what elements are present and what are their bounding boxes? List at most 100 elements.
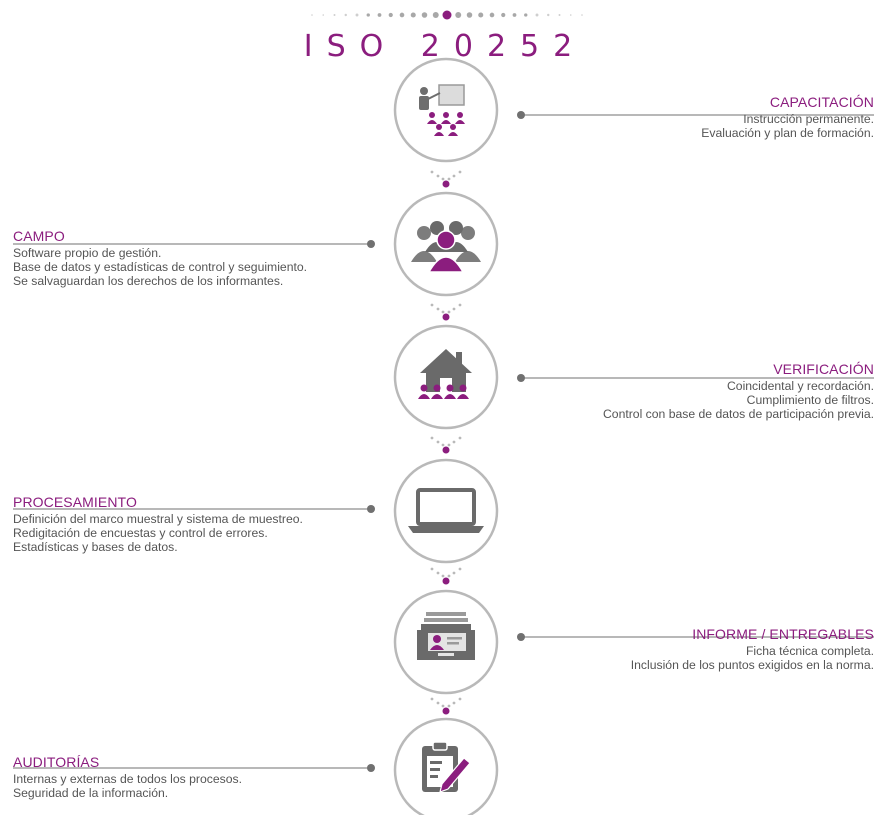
header-dot [558,14,561,16]
laptop-icon [408,488,484,533]
house-people-icon [418,349,472,399]
connector-dot [458,436,462,440]
header-dot [399,12,405,18]
stage-title: AUDITORÍAS [13,754,100,770]
header-accent-dot [442,10,452,20]
stage-description-line: Inclusión de los puntos exigidos en la n… [630,658,874,672]
header-dot [432,12,439,18]
stage-description-line: Internas y externas de todos los proceso… [13,772,242,786]
header-dot [535,13,539,17]
header-dot [478,12,484,18]
header-dot [322,14,325,16]
connector-dot [441,574,445,578]
stage-title: INFORME / ENTREGABLES [692,626,874,642]
people-group-icon [411,221,481,273]
stage-circle-campo [393,191,499,297]
connector-dot [441,443,445,447]
stage-procesamiento-block: PROCESAMIENTO Definición del marco muest… [13,494,388,554]
header-dot [489,12,495,18]
stage-description-line: Redigitación de encuestas y control de e… [13,526,268,540]
connector-dots [430,170,462,715]
connector-accent-dot [442,180,450,188]
header-dot [410,12,416,18]
connector-dot [452,174,456,178]
connector-end-dot [367,764,375,772]
header-dot [421,12,428,18]
page-title: ISO 20252 [303,29,587,64]
connector-dot [436,440,440,444]
stage-description-line: Ficha técnica completa. [745,644,874,658]
connector-dot [430,697,434,701]
connector-end-dot [517,111,525,119]
header-dot [466,12,473,18]
clipboard-pencil-icon [422,741,471,793]
header-dot [366,13,370,17]
header-dot [344,13,347,17]
connector-dot [441,310,445,314]
stage-title: PROCESAMIENTO [13,494,137,510]
connector-dot [447,704,451,708]
stage-circle-procesamiento [393,458,499,564]
presentation-icon [419,84,465,136]
header-dot [311,14,313,16]
connector-dot [447,310,451,314]
stage-description-line: Software propio de gestión. [13,246,162,260]
file-box-icon [417,612,475,660]
stage-description-line: Control con base de datos de participaci… [603,407,874,421]
connector-dot [430,303,434,307]
header-dot [547,13,550,17]
header-dot [455,12,462,18]
stage-description-line: Estadísticas y bases de datos. [13,540,178,554]
connector-dot [452,440,456,444]
header-dots-decoration [311,10,583,20]
connector-dot [458,697,462,701]
stage-informe-block: INFORME / ENTREGABLES Ficha técnica comp… [534,626,874,672]
stage-description-line: Coincidental y recordación. [726,379,874,393]
connector-dot [458,303,462,307]
header-dot [388,12,393,18]
stage-title: VERIFICACIÓN [773,361,874,377]
stage-verificacion-block: VERIFICACIÓN Coincidental y recordación.… [514,361,874,421]
header-dot [524,13,528,17]
header-dot [377,13,382,17]
connector-end-dot [367,505,375,513]
connector-dot [447,177,451,181]
connector-dot [447,574,451,578]
connector-dot [452,571,456,575]
stage-circle-verificacion [393,324,499,430]
connector-dot [436,701,440,705]
label-connector-lines [13,111,874,772]
connector-accent-dot [442,313,450,321]
connector-dot [436,571,440,575]
stage-circle-auditorias [393,717,499,815]
connector-dot [458,170,462,174]
header-dot [501,12,506,18]
connector-end-dot [517,374,525,382]
stage-circle-informe [393,589,499,695]
connector-end-dot [517,633,525,641]
connector-accent-dot [442,707,450,715]
connector-dot [452,701,456,705]
stage-title: CAMPO [13,228,65,244]
connector-dot [441,177,445,181]
connector-accent-dot [442,577,450,585]
connector-dot [447,443,451,447]
header-dot [333,14,336,16]
stage-campo-block: CAMPO Software propio de gestión. Base d… [13,228,383,288]
connector-dot [458,567,462,571]
stage-description-line: Base de datos y estadísticas de control … [13,260,308,274]
connector-dot [436,174,440,178]
header-dot [581,14,583,16]
connector-end-dot [367,240,375,248]
header-dot [512,13,517,17]
header-dot [569,14,572,16]
connector-dot [430,567,434,571]
stage-description-line: Cumplimiento de filtros. [746,393,874,407]
stage-description-line: Definición del marco muestral y sistema … [13,512,303,526]
stage-auditorias-block: AUDITORÍAS Internas y externas de todos … [13,754,383,800]
connector-dot [436,307,440,311]
stage-description-line: Instrucción permanente. [743,112,874,126]
stage-circle-capacitacion [393,57,499,163]
stage-description-line: Seguridad de la información. [13,786,169,800]
